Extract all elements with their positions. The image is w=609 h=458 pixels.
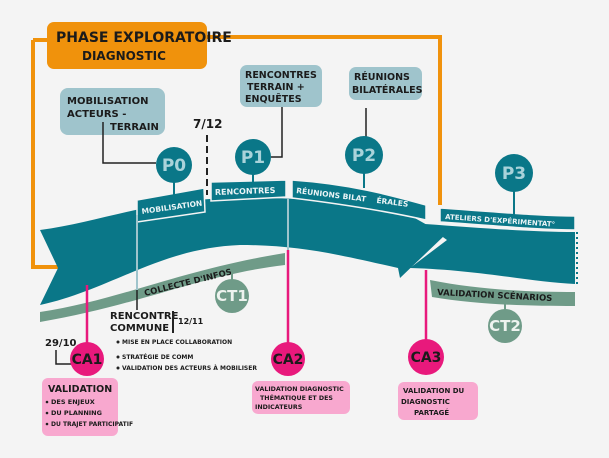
date-12-11: 12/11 <box>178 317 204 326</box>
phase-p3-circle[interactable] <box>495 154 533 192</box>
phase-p3-label: P3 <box>502 164 526 184</box>
ca2-text: Validation diagnostic <box>255 386 344 393</box>
phase-subtitle: Diagnostic <box>82 49 166 63</box>
band-label: Rencontres <box>215 186 276 197</box>
bullet: Mise en place collaboration <box>122 339 232 346</box>
ca1-box <box>42 378 118 436</box>
note-text: terrain <box>110 122 159 133</box>
bullet: Validation des acteurs à mobiliser <box>122 365 257 372</box>
ca3-label: CA3 <box>411 350 442 366</box>
date-29-10: 29/10 <box>45 338 77 349</box>
second-arrow-segment <box>410 224 575 284</box>
phase-p2-label: P2 <box>352 146 376 166</box>
bullet: du trajet participatif <box>51 421 133 428</box>
bullet: du planning <box>51 409 102 417</box>
rencontre-commune-title: Rencontre <box>110 311 179 322</box>
band-rencontres[interactable] <box>210 179 287 202</box>
note-rencontres-box <box>240 65 322 107</box>
connector <box>102 122 156 164</box>
ca3-text: partagé <box>414 408 449 417</box>
ct2-label: CT2 <box>489 317 521 335</box>
ca3-box <box>398 382 478 420</box>
note-text: bilatérales <box>352 84 423 96</box>
note-mobilisation-box <box>60 88 165 135</box>
ct2-circle[interactable] <box>488 309 522 343</box>
ca1-label: CA1 <box>72 352 103 368</box>
phase-title: Phase exploratoire <box>56 30 232 46</box>
ct1-label: CT1 <box>216 287 248 305</box>
ca2-text: thématique et des <box>260 393 333 402</box>
phase-frame <box>31 35 442 269</box>
ca1-title: Validation <box>48 384 112 395</box>
ca3-text: diagnostic <box>401 398 450 406</box>
band-mobilisation[interactable] <box>136 187 206 223</box>
phase-p1-label: P1 <box>241 148 265 168</box>
band-ateliers[interactable] <box>439 207 576 231</box>
phase-p1-circle[interactable] <box>235 139 271 175</box>
date-7-12: 7/12 <box>193 117 222 131</box>
phase-p0-label: P0 <box>162 156 186 176</box>
note-text: Mobilisation <box>67 96 148 107</box>
phase-p0-circle[interactable] <box>156 147 192 183</box>
ca2-text: indicateurs <box>255 404 303 411</box>
note-text: enquêtes <box>245 93 302 105</box>
connector <box>271 107 283 158</box>
bullet: Stratégie de comm <box>122 353 193 361</box>
main-arrow <box>40 197 445 305</box>
rencontre-commune-title: commune <box>110 323 169 334</box>
ca1-circle[interactable] <box>70 342 104 376</box>
band-reunions[interactable] <box>291 179 427 221</box>
ca2-box <box>252 381 350 414</box>
ct1-circle[interactable] <box>215 279 249 313</box>
note-text: terrain + <box>247 82 305 93</box>
ca2-circle[interactable] <box>271 342 305 376</box>
ca3-circle[interactable] <box>408 339 444 375</box>
validation-scenarios-band <box>430 280 575 306</box>
collecte-band <box>40 253 285 322</box>
note-reunions-box <box>349 67 422 100</box>
note-text: Rencontres <box>245 70 317 81</box>
ca3-text: Validation du <box>403 387 465 395</box>
note-text: Réunions <box>354 71 410 83</box>
phase-p2-circle[interactable] <box>345 136 383 174</box>
phase-title-box <box>47 22 207 69</box>
bullet: des enjeux <box>51 398 95 406</box>
ca2-label: CA2 <box>273 352 304 368</box>
note-text: acteurs - <box>67 109 126 120</box>
